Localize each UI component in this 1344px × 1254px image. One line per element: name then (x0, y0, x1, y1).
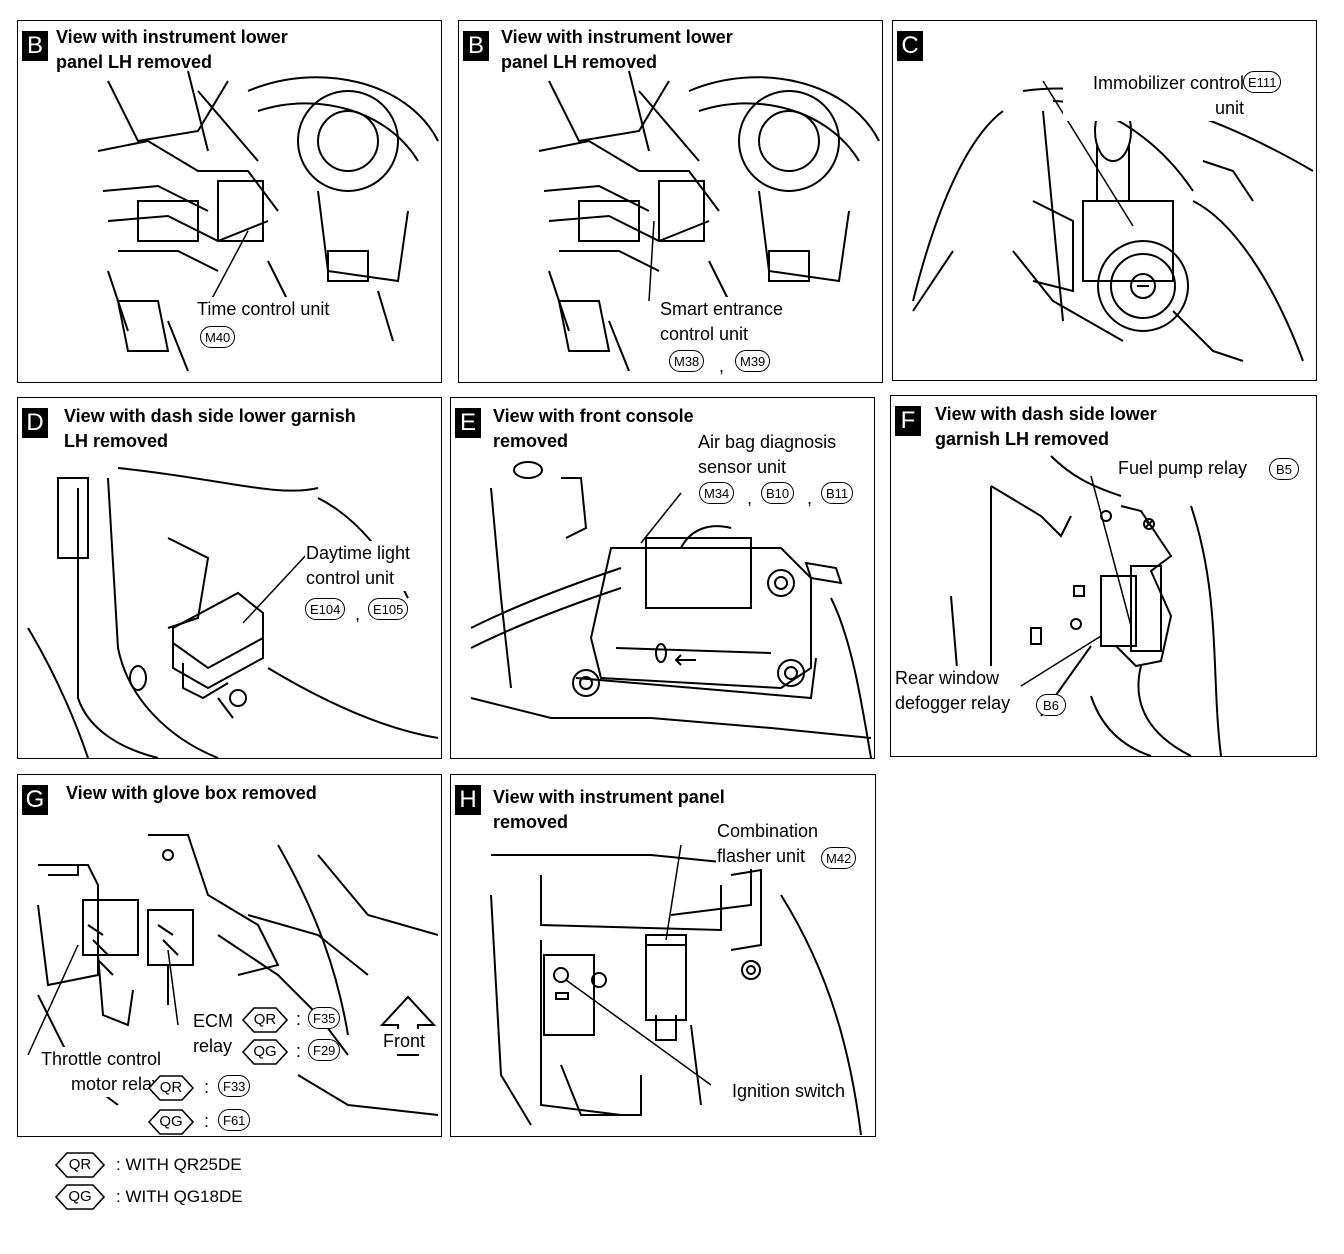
throttle-control-motor-relay-label: Throttle control motor relay (40, 1047, 163, 1097)
comma: , (807, 488, 813, 508)
panel-f-title: View with dash side lower garnish LH rem… (935, 404, 1157, 449)
panel-c-badge: C (897, 31, 923, 61)
panel-b-smart-entrance: B View with instrument lower panel LH re… (458, 20, 883, 383)
ignition-switch-label: Ignition switch (731, 1079, 847, 1104)
panel-b-time-control: B View with instrument lower panel LH re… (17, 20, 442, 383)
panel-g-title: View with glove box removed (66, 783, 317, 803)
illustration-e-air-bag (470, 461, 872, 758)
qr-engine-badge: QR (148, 1075, 194, 1101)
panel-g-ecm: G View with glove box removed ECM relay … (17, 774, 442, 1137)
panel-d-daytime-light: D View with dash side lower garnish LH r… (17, 397, 442, 759)
connector-f61: F61 (218, 1109, 251, 1131)
qr-legend-badge: QR (55, 1152, 105, 1178)
panel-h-title: View with instrument panel removed (493, 787, 725, 832)
comma: , (719, 356, 725, 376)
panel-b-title: View with instrument lower panel LH remo… (501, 27, 733, 72)
air-bag-diagnosis-sensor-unit-label: Air bag diagnosis sensor unit (697, 430, 838, 480)
smart-entrance-control-unit-label: Smart entrance control unit (659, 297, 785, 347)
connector-m38: M38 (669, 350, 705, 372)
illustration-h-flasher (490, 844, 862, 1136)
connector-e104: E104 (305, 598, 346, 620)
rear-window-defogger-relay-label: Rear window defogger relay (894, 666, 1012, 716)
panel-h-flasher: H View with instrument panel removed Com… (450, 774, 876, 1137)
combination-flasher-unit-label: Combination flasher unit (716, 819, 820, 869)
colon: : (204, 1111, 210, 1131)
panel-g-badge: G (22, 785, 48, 815)
connector-m40: M40 (200, 326, 236, 348)
comma: , (747, 488, 753, 508)
panel-c-immobilizer: C Immobilizer control unit E111 (892, 20, 1317, 381)
ecm-relay-label: ECM relay (192, 1009, 234, 1059)
panel-e-badge: E (455, 408, 481, 438)
qr-legend-text: : WITH QR25DE (116, 1155, 242, 1174)
connector-b6: B6 (1036, 694, 1066, 716)
connector-m34: M34 (699, 482, 735, 504)
illustration-d-daytime-light (27, 467, 439, 758)
connector-e111: E111 (1243, 71, 1282, 93)
colon: : (204, 1077, 210, 1097)
immobilizer-control-unit-label: Immobilizer control unit (1063, 71, 1245, 121)
connector-m39: M39 (735, 350, 771, 372)
panel-f-badge: F (895, 406, 921, 436)
front-label: Front (382, 1029, 427, 1054)
connector-f35: F35 (308, 1007, 341, 1029)
connector-e105: E105 (368, 598, 409, 620)
panel-f-relays: F View with dash side lower garnish LH r… (890, 395, 1317, 757)
time-control-unit-label: Time control unit (196, 297, 331, 322)
panel-e-title: View with front console removed (493, 406, 694, 451)
connector-b5: B5 (1269, 458, 1299, 480)
panel-h-badge: H (455, 785, 481, 815)
qr-engine-badge: QR (242, 1007, 288, 1033)
colon: : (296, 1041, 302, 1061)
panel-b-badge: B (22, 31, 48, 61)
comma: , (355, 604, 361, 624)
qg-legend-badge: QG (55, 1184, 105, 1210)
qg-engine-badge: QG (148, 1109, 194, 1135)
illustration-f-relays (950, 455, 1222, 756)
panel-b-title: View with instrument lower panel LH remo… (56, 27, 288, 72)
panel-d-title: View with dash side lower garnish LH rem… (64, 406, 356, 451)
qg-engine-badge: QG (242, 1039, 288, 1065)
connector-f29: F29 (308, 1039, 341, 1061)
illustration-b-time-control (97, 70, 439, 372)
panel-b-badge: B (463, 31, 489, 61)
qg-legend-text: : WITH QG18DE (116, 1187, 243, 1206)
connector-b10: B10 (761, 482, 795, 504)
connector-b11: B11 (821, 482, 854, 504)
connector-f33: F33 (218, 1075, 251, 1097)
daytime-light-control-unit-label: Daytime light control unit (305, 541, 412, 591)
panel-d-badge: D (22, 408, 48, 438)
fuel-pump-relay-label: Fuel pump relay (1117, 456, 1249, 481)
panel-e-air-bag: E View with front console removed Air ba… (450, 397, 875, 759)
colon: : (296, 1009, 302, 1029)
illustration-b-smart-entrance (538, 70, 880, 372)
connector-m42: M42 (821, 847, 857, 869)
